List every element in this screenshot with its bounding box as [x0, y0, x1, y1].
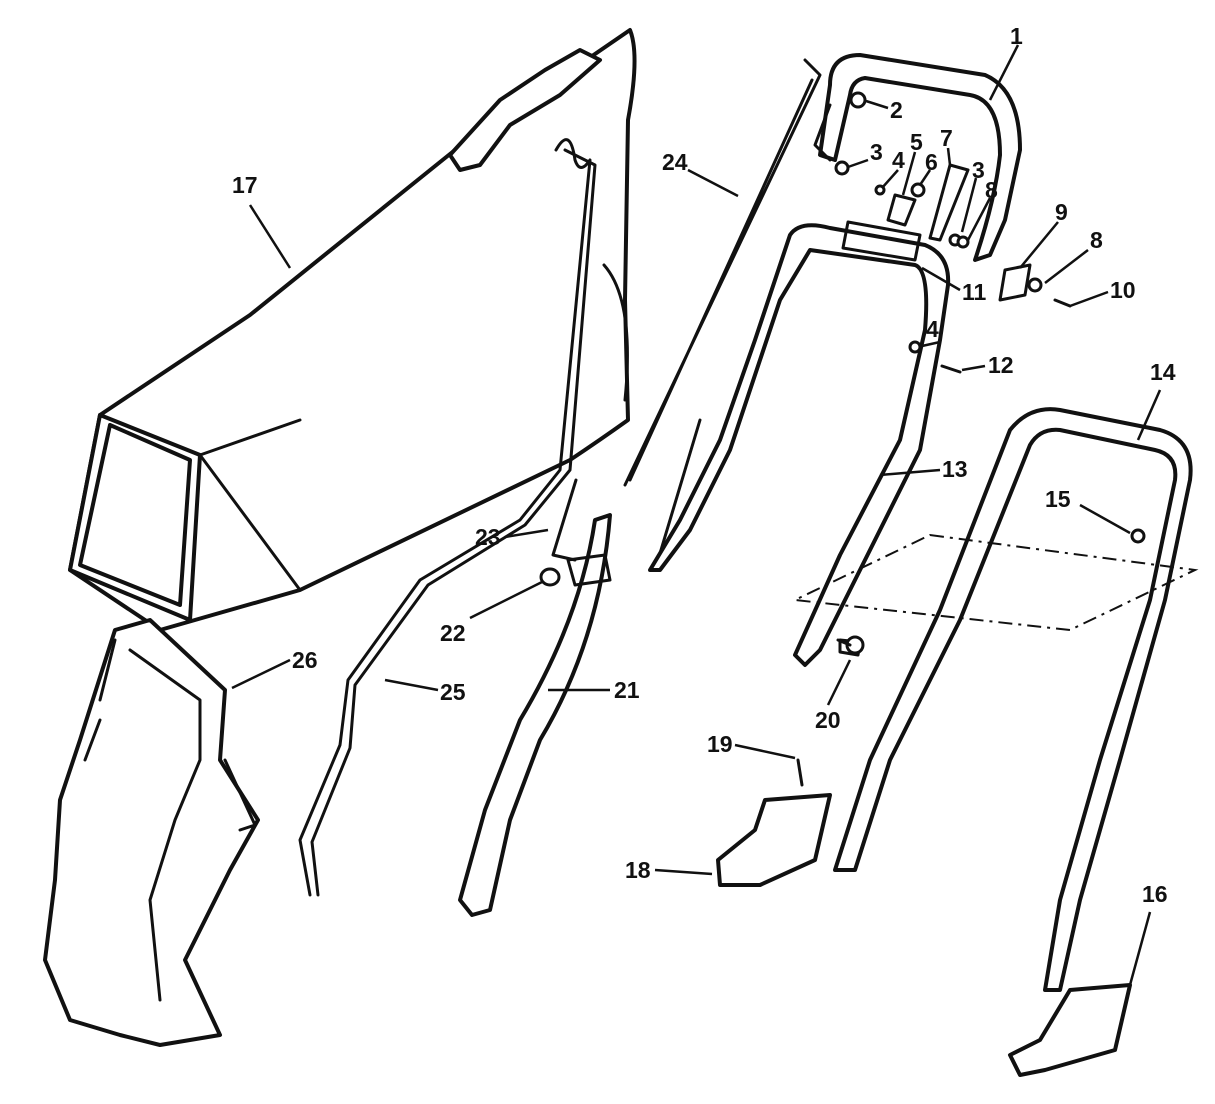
- clip-19: [796, 758, 804, 787]
- bracket-16: [1008, 983, 1132, 1077]
- callout-24: 24: [662, 149, 688, 175]
- lower-rod-21: [458, 513, 612, 917]
- callout-11: 11: [962, 279, 987, 305]
- cable-24: [623, 58, 822, 572]
- callout-4-mid: 4: [926, 316, 939, 342]
- callout-3-right: 3: [972, 157, 985, 183]
- bolt-20: [836, 635, 865, 655]
- callout-8-top: 8: [985, 177, 998, 203]
- callout-13: 13: [942, 456, 968, 482]
- callout-15: 15: [1045, 486, 1071, 512]
- callout-14: 14: [1150, 359, 1176, 385]
- callout-21: 21: [614, 677, 640, 703]
- callout-1: 1: [1010, 23, 1023, 49]
- grass-bag-17: [68, 28, 637, 632]
- bracket-18: [716, 793, 832, 887]
- callout-22: 22: [440, 620, 466, 646]
- callout-18: 18: [625, 857, 651, 883]
- bushing-22: [539, 567, 561, 587]
- callout-25: 25: [440, 679, 466, 705]
- callout-7: 7: [940, 125, 953, 151]
- mid-handle-13: [648, 220, 962, 667]
- callout-3-left: 3: [870, 139, 883, 165]
- callout-26: 26: [292, 647, 318, 673]
- callout-10: 10: [1110, 277, 1136, 303]
- callout-12: 12: [988, 352, 1014, 378]
- callout-20: 20: [815, 707, 841, 733]
- upper-handle-1: [813, 53, 1022, 262]
- callout-5: 5: [910, 129, 923, 155]
- callout-17: 17: [232, 172, 258, 198]
- callout-4-top: 4: [892, 147, 905, 173]
- hardware-cluster: [834, 91, 1072, 308]
- callout-16: 16: [1142, 881, 1168, 907]
- rod-25: [298, 138, 597, 897]
- callout-8-right: 8: [1090, 227, 1103, 253]
- pin-23: [551, 478, 578, 562]
- callout-labels: 1 2 3 3 4 4 5 6 7 8 8 9 10 11 12 13 14 1…: [232, 23, 1176, 907]
- leader-lines: [231, 44, 1162, 986]
- callout-23: 23: [475, 524, 501, 550]
- callout-19: 19: [707, 731, 733, 757]
- callout-6: 6: [925, 149, 938, 175]
- lower-handle-14: [791, 407, 1199, 992]
- callout-9: 9: [1055, 199, 1068, 225]
- callout-2: 2: [890, 97, 903, 123]
- discharge-chute-26: [43, 618, 260, 1047]
